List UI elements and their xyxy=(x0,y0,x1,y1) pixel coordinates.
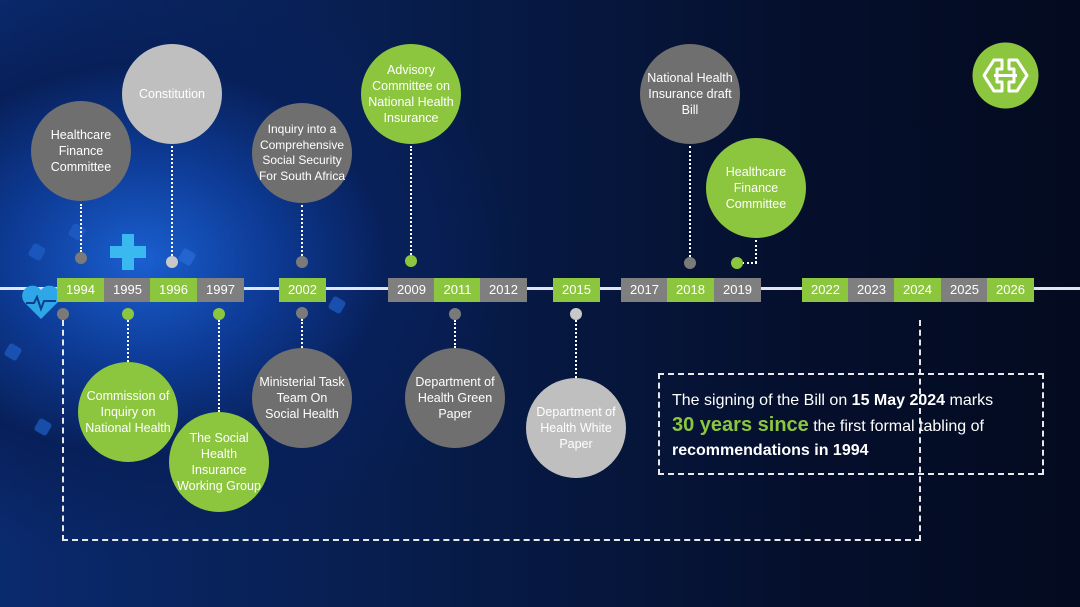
event-bubble: Ministerial Task Team On Social Health xyxy=(252,348,352,448)
timeline-axis xyxy=(0,287,1080,290)
note-text: marks xyxy=(945,392,994,409)
year-2012: 2012 xyxy=(480,278,527,302)
year-2024: 2024 xyxy=(894,278,941,302)
year-2002: 2002 xyxy=(279,278,326,302)
event-bubble: Department of Health Green Paper xyxy=(405,348,505,448)
hexagon-decoration xyxy=(3,342,23,362)
connector-dot xyxy=(213,308,225,320)
event-bubble: Constitution xyxy=(122,44,222,144)
hexagon-decoration xyxy=(327,295,347,315)
connector-dot xyxy=(296,307,308,319)
note-text: The signing of the Bill on xyxy=(672,392,852,409)
brand-logo-icon xyxy=(972,42,1039,109)
year-2023: 2023 xyxy=(848,278,895,302)
year-1995: 1995 xyxy=(104,278,151,302)
event-bubble: National Health Insurance draft Bill xyxy=(640,44,740,144)
year-2022: 2022 xyxy=(802,278,849,302)
hexagon-decoration xyxy=(33,417,53,437)
medical-cross-icon xyxy=(110,234,146,270)
connector-dot xyxy=(166,256,178,268)
connector-dot xyxy=(296,256,308,268)
connector-line xyxy=(301,319,303,348)
connector-line xyxy=(742,262,757,264)
connector-line xyxy=(410,146,412,255)
connector-dot xyxy=(122,308,134,320)
connector-line xyxy=(575,320,577,378)
connector-dot xyxy=(75,252,87,264)
connector-line xyxy=(454,320,456,348)
connector-dot xyxy=(405,255,417,267)
year-1996: 1996 xyxy=(150,278,197,302)
year-2017: 2017 xyxy=(621,278,668,302)
connector-line xyxy=(689,146,691,257)
connector-dot xyxy=(57,308,69,320)
event-bubble: Healthcare Finance Committee xyxy=(31,101,131,201)
note-emphasis: recommendations in 1994 xyxy=(672,442,869,459)
connector-dot xyxy=(570,308,582,320)
bracket-cover xyxy=(900,475,940,477)
connector-line xyxy=(755,240,757,263)
year-2018: 2018 xyxy=(667,278,714,302)
bracket-connector xyxy=(62,320,921,541)
year-2026: 2026 xyxy=(987,278,1034,302)
heartbeat-icon xyxy=(22,285,60,319)
connector-dot xyxy=(731,257,743,269)
connector-line xyxy=(127,320,129,362)
year-1994: 1994 xyxy=(57,278,104,302)
event-bubble: Commission of Inquiry on National Health xyxy=(78,362,178,462)
year-2009: 2009 xyxy=(388,278,435,302)
year-2011: 2011 xyxy=(434,278,481,302)
hexagon-decoration xyxy=(177,247,197,267)
event-bubble: Department of Health White Paper xyxy=(526,378,626,478)
event-bubble: Inquiry into a Comprehensive Social Secu… xyxy=(252,103,352,203)
year-1997: 1997 xyxy=(197,278,244,302)
connector-dot xyxy=(449,308,461,320)
event-bubble: The Social Health Insurance Working Grou… xyxy=(169,412,269,512)
connector-dot xyxy=(684,257,696,269)
year-2015: 2015 xyxy=(553,278,600,302)
connector-line xyxy=(218,320,220,412)
year-2025: 2025 xyxy=(941,278,988,302)
note-highlight: 30 years since xyxy=(672,414,809,436)
note-text: the first formal tabling of xyxy=(808,418,984,435)
event-bubble: Healthcare Finance Committee xyxy=(706,138,806,238)
hexagon-decoration xyxy=(67,222,87,242)
event-bubble: Advisory Committee on National Health In… xyxy=(361,44,461,144)
connector-line xyxy=(171,146,173,256)
note-date: 15 May 2024 xyxy=(851,392,946,409)
year-2019: 2019 xyxy=(714,278,761,302)
connector-line xyxy=(301,205,303,256)
summary-callout: The signing of the Bill on 15 May 2024 m… xyxy=(658,373,1044,475)
connector-line xyxy=(80,204,82,252)
hexagon-decoration xyxy=(27,242,47,262)
